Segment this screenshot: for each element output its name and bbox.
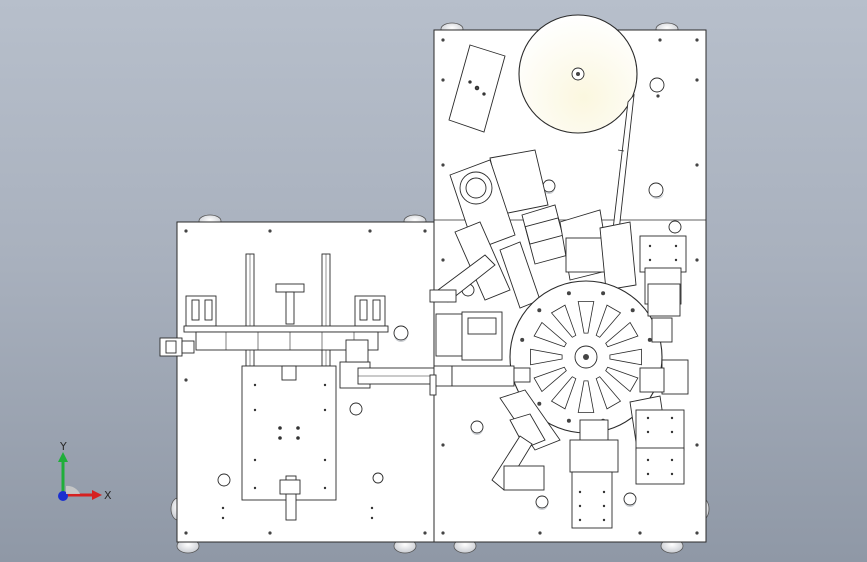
table-slot — [577, 380, 595, 413]
table-slot — [550, 376, 577, 410]
table-slot — [595, 376, 622, 410]
left-station[interactable] — [159, 253, 453, 521]
plate-bosses — [217, 77, 682, 509]
table-slot — [530, 348, 563, 366]
tape-reel[interactable] — [518, 14, 638, 241]
station-holes — [578, 244, 678, 522]
table-hole — [520, 337, 525, 342]
table-hole — [647, 337, 652, 342]
table-hole — [566, 291, 571, 296]
label-plate — [448, 44, 506, 133]
boss-shading — [394, 188, 664, 510]
triad-plane-shade — [66, 485, 80, 494]
triad-z-axis — [58, 491, 68, 501]
upper-feeder[interactable] — [429, 149, 687, 309]
triad-x-label: X — [104, 489, 112, 502]
table-slot — [533, 321, 567, 348]
table-stations[interactable] — [429, 283, 689, 529]
triad-y-axis — [58, 452, 68, 495]
table-hole — [601, 291, 606, 296]
table-hole — [537, 308, 542, 313]
coordinate-triad: Y X — [58, 440, 112, 502]
table-slot — [605, 366, 639, 393]
triad-x-axis — [63, 490, 102, 500]
table-slot — [550, 304, 577, 338]
table-slot — [609, 348, 642, 366]
left-station-holes — [221, 383, 374, 520]
table-slot — [605, 321, 639, 348]
triad-y-label: Y — [59, 440, 67, 453]
table-slot — [577, 301, 595, 334]
table-hole — [566, 418, 571, 423]
rotary-index-table[interactable] — [509, 280, 663, 434]
table-slot — [595, 304, 622, 338]
table-hole — [537, 401, 542, 406]
mounting-holes — [184, 38, 699, 535]
table-hole — [630, 308, 635, 313]
table-slot — [533, 366, 567, 393]
